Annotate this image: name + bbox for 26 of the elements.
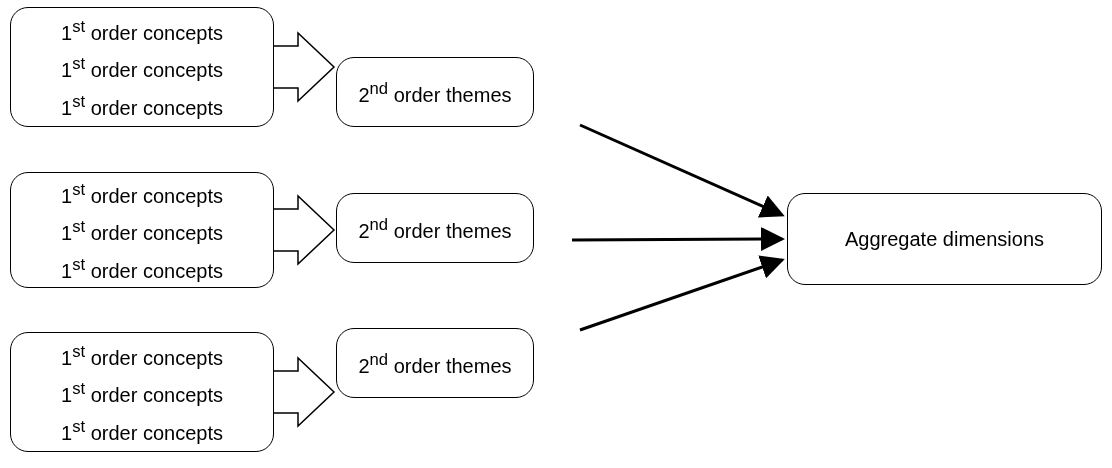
box-label: 1$^{st}$ order concepts (61, 216, 223, 246)
concept-box (10, 7, 274, 127)
theme-box (336, 328, 534, 398)
block-arrow (273, 356, 336, 428)
box-label: 1$^{st}$ order concepts (61, 90, 223, 121)
box-label: 2$^{nd}$ order themes (358, 214, 512, 244)
box-label: 2$^{nd}$ order themes (358, 349, 512, 379)
arrow (579, 255, 785, 332)
box-label: 1$^{st}$ order concepts (61, 53, 223, 83)
arrow (572, 227, 785, 252)
concept-box (10, 332, 274, 452)
dimension-box (787, 193, 1102, 285)
box-label: 1$^{st}$ order concepts (61, 178, 223, 209)
box-label: 2$^{nd}$ order themes (358, 78, 512, 108)
box-label: 1$^{st}$ order concepts (61, 378, 223, 408)
theme-box (336, 193, 534, 263)
concept-box (10, 172, 274, 288)
block-arrow (273, 194, 336, 266)
block-arrow (273, 31, 336, 103)
box-label: 1$^{st}$ order concepts (61, 15, 223, 46)
box-label: 1$^{st}$ order concepts (61, 340, 223, 371)
box-label: 1$^{st}$ order concepts (61, 415, 223, 446)
box-label: 1$^{st}$ order concepts (61, 253, 223, 284)
box-label: Aggregate dimensions (845, 227, 1044, 252)
arrow (579, 123, 785, 218)
theme-box (336, 57, 534, 127)
